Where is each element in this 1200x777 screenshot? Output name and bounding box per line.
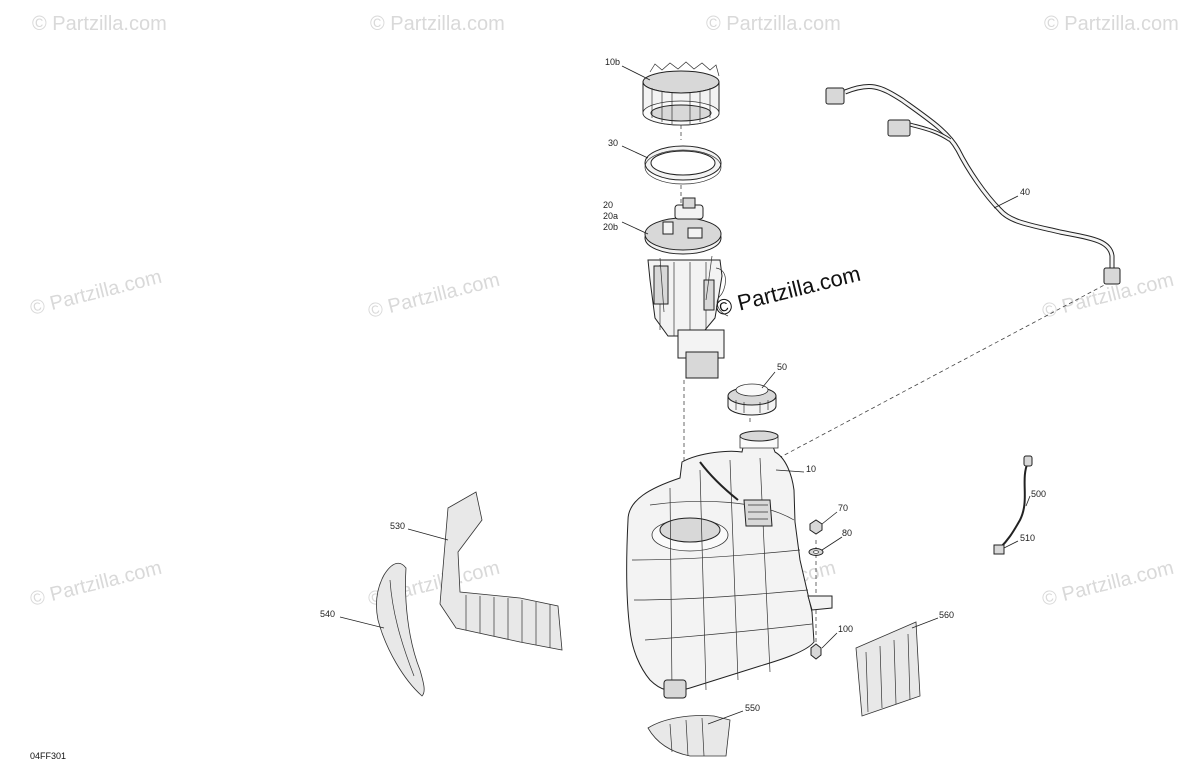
- callout-20a[interactable]: 20a: [603, 211, 618, 221]
- heat-shield-540-part[interactable]: [376, 562, 425, 697]
- callout-70[interactable]: 70: [838, 503, 848, 513]
- watermark: © Partzilla.com: [1044, 13, 1179, 35]
- callout-40[interactable]: 40: [1020, 187, 1030, 197]
- callout-80[interactable]: 80: [842, 528, 852, 538]
- leader-lines: [339, 65, 1031, 725]
- callout-30[interactable]: 30: [608, 138, 618, 148]
- callout-10b[interactable]: 10b: [605, 57, 620, 67]
- watermark: © Partzilla.com: [366, 269, 502, 323]
- vent-hose-part[interactable]: [999, 455, 1033, 549]
- callout-550[interactable]: 550: [745, 703, 760, 713]
- callout-540[interactable]: 540: [320, 609, 335, 619]
- callout-20b[interactable]: 20b: [603, 222, 618, 232]
- diagram-code: 04FF301: [30, 751, 66, 761]
- bolt-part[interactable]: [810, 643, 822, 660]
- fuel-cap-part[interactable]: [727, 383, 777, 416]
- watermark: © Partzilla.com: [370, 13, 505, 35]
- heat-shield-550-part[interactable]: [647, 715, 731, 757]
- callout-510[interactable]: 510: [1020, 533, 1035, 543]
- heat-shield-560-part[interactable]: [855, 621, 921, 717]
- callout-560[interactable]: 560: [939, 610, 954, 620]
- watermark: © Partzilla.com: [32, 13, 167, 35]
- callout-50[interactable]: 50: [777, 362, 787, 372]
- copyright-watermark: © Partzilla.com: [713, 261, 863, 321]
- wiring-harness-part[interactable]: [825, 83, 1121, 285]
- watermark: © Partzilla.com: [28, 266, 164, 320]
- fuel-pump-module-part[interactable]: [644, 197, 729, 379]
- watermark: © Partzilla.com: [706, 13, 841, 35]
- nut-part[interactable]: [809, 519, 823, 535]
- heat-shield-530-part[interactable]: [439, 491, 563, 651]
- callout-100[interactable]: 100: [838, 624, 853, 634]
- fuel-tank-part[interactable]: [626, 430, 833, 699]
- washer-part[interactable]: [808, 548, 824, 556]
- callout-labels: 10b 30 20 20a 20b 40 50 10 70 80 100 500…: [320, 57, 1046, 713]
- lock-ring-part[interactable]: [642, 61, 720, 126]
- callout-500[interactable]: 500: [1031, 489, 1046, 499]
- callout-530[interactable]: 530: [390, 521, 405, 531]
- gasket-part[interactable]: [644, 145, 722, 185]
- callout-20[interactable]: 20: [603, 200, 613, 210]
- hose-clamp-part[interactable]: [993, 544, 1005, 555]
- callout-10[interactable]: 10: [806, 464, 816, 474]
- watermark: © Partzilla.com: [28, 557, 164, 611]
- watermark: © Partzilla.com: [1040, 557, 1176, 611]
- watermark-layer: © Partzilla.com © Partzilla.com © Partzi…: [28, 13, 1179, 611]
